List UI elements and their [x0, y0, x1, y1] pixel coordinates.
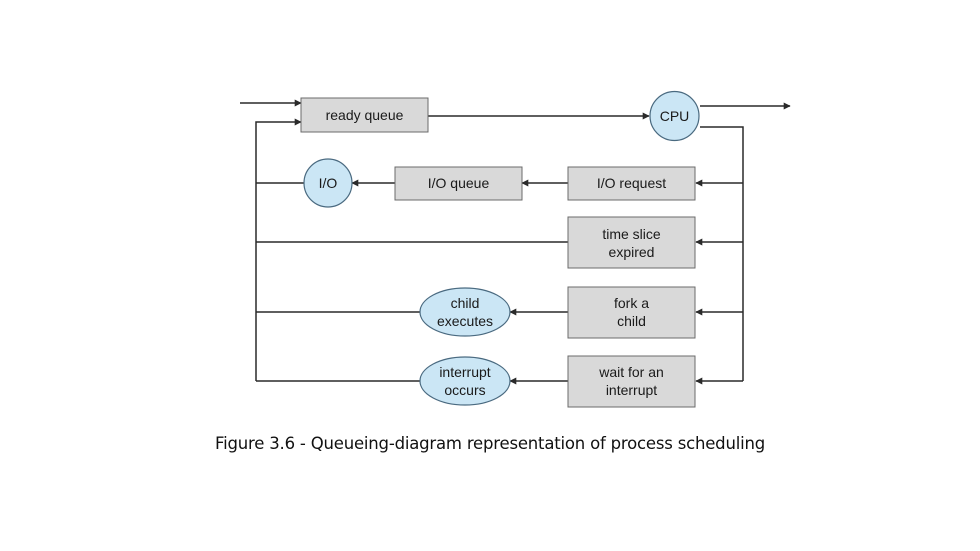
interrupt-occurs-node: interrupt occurs [419, 356, 511, 406]
child-executes-node: child executes [419, 287, 511, 337]
io-node: I/O [303, 158, 353, 208]
cpu-node: CPU [649, 90, 700, 142]
wait-label-line-1: wait for an [598, 364, 664, 380]
io-label: I/O [319, 175, 338, 191]
wait-label-line-2: interrupt [606, 382, 657, 398]
ready-queue-node: ready queue [300, 97, 429, 133]
io-queue-label: I/O queue [428, 175, 490, 191]
interrupt-occurs-label-line-2: occurs [444, 382, 485, 398]
fork-child-node: fork a child [567, 286, 696, 339]
ready-queue-label: ready queue [326, 107, 404, 123]
time-slice-label-line-1: time slice [602, 226, 661, 242]
time-slice-label-line-2: expired [609, 244, 655, 260]
connector-lines [240, 99, 791, 385]
fork-label-line-1: fork a [614, 295, 649, 311]
fork-label-line-2: child [617, 313, 646, 329]
left-return-bus [255, 118, 302, 381]
child-executes-label-line-2: executes [437, 313, 493, 329]
interrupt-occurs-label-line-1: interrupt [439, 364, 490, 380]
wait-interrupt-node: wait for an interrupt [567, 355, 696, 408]
io-request-node: I/O request [567, 166, 696, 201]
io-queue-node: I/O queue [394, 166, 523, 201]
figure-caption: Figure 3.6 - Queueing-diagram representa… [215, 434, 765, 453]
cpu-label: CPU [660, 108, 690, 124]
cpu-to-bus-line [700, 126, 744, 381]
time-slice-node: time slice expired [567, 216, 696, 269]
child-executes-label-line-1: child [451, 295, 480, 311]
io-request-label: I/O request [597, 175, 666, 191]
